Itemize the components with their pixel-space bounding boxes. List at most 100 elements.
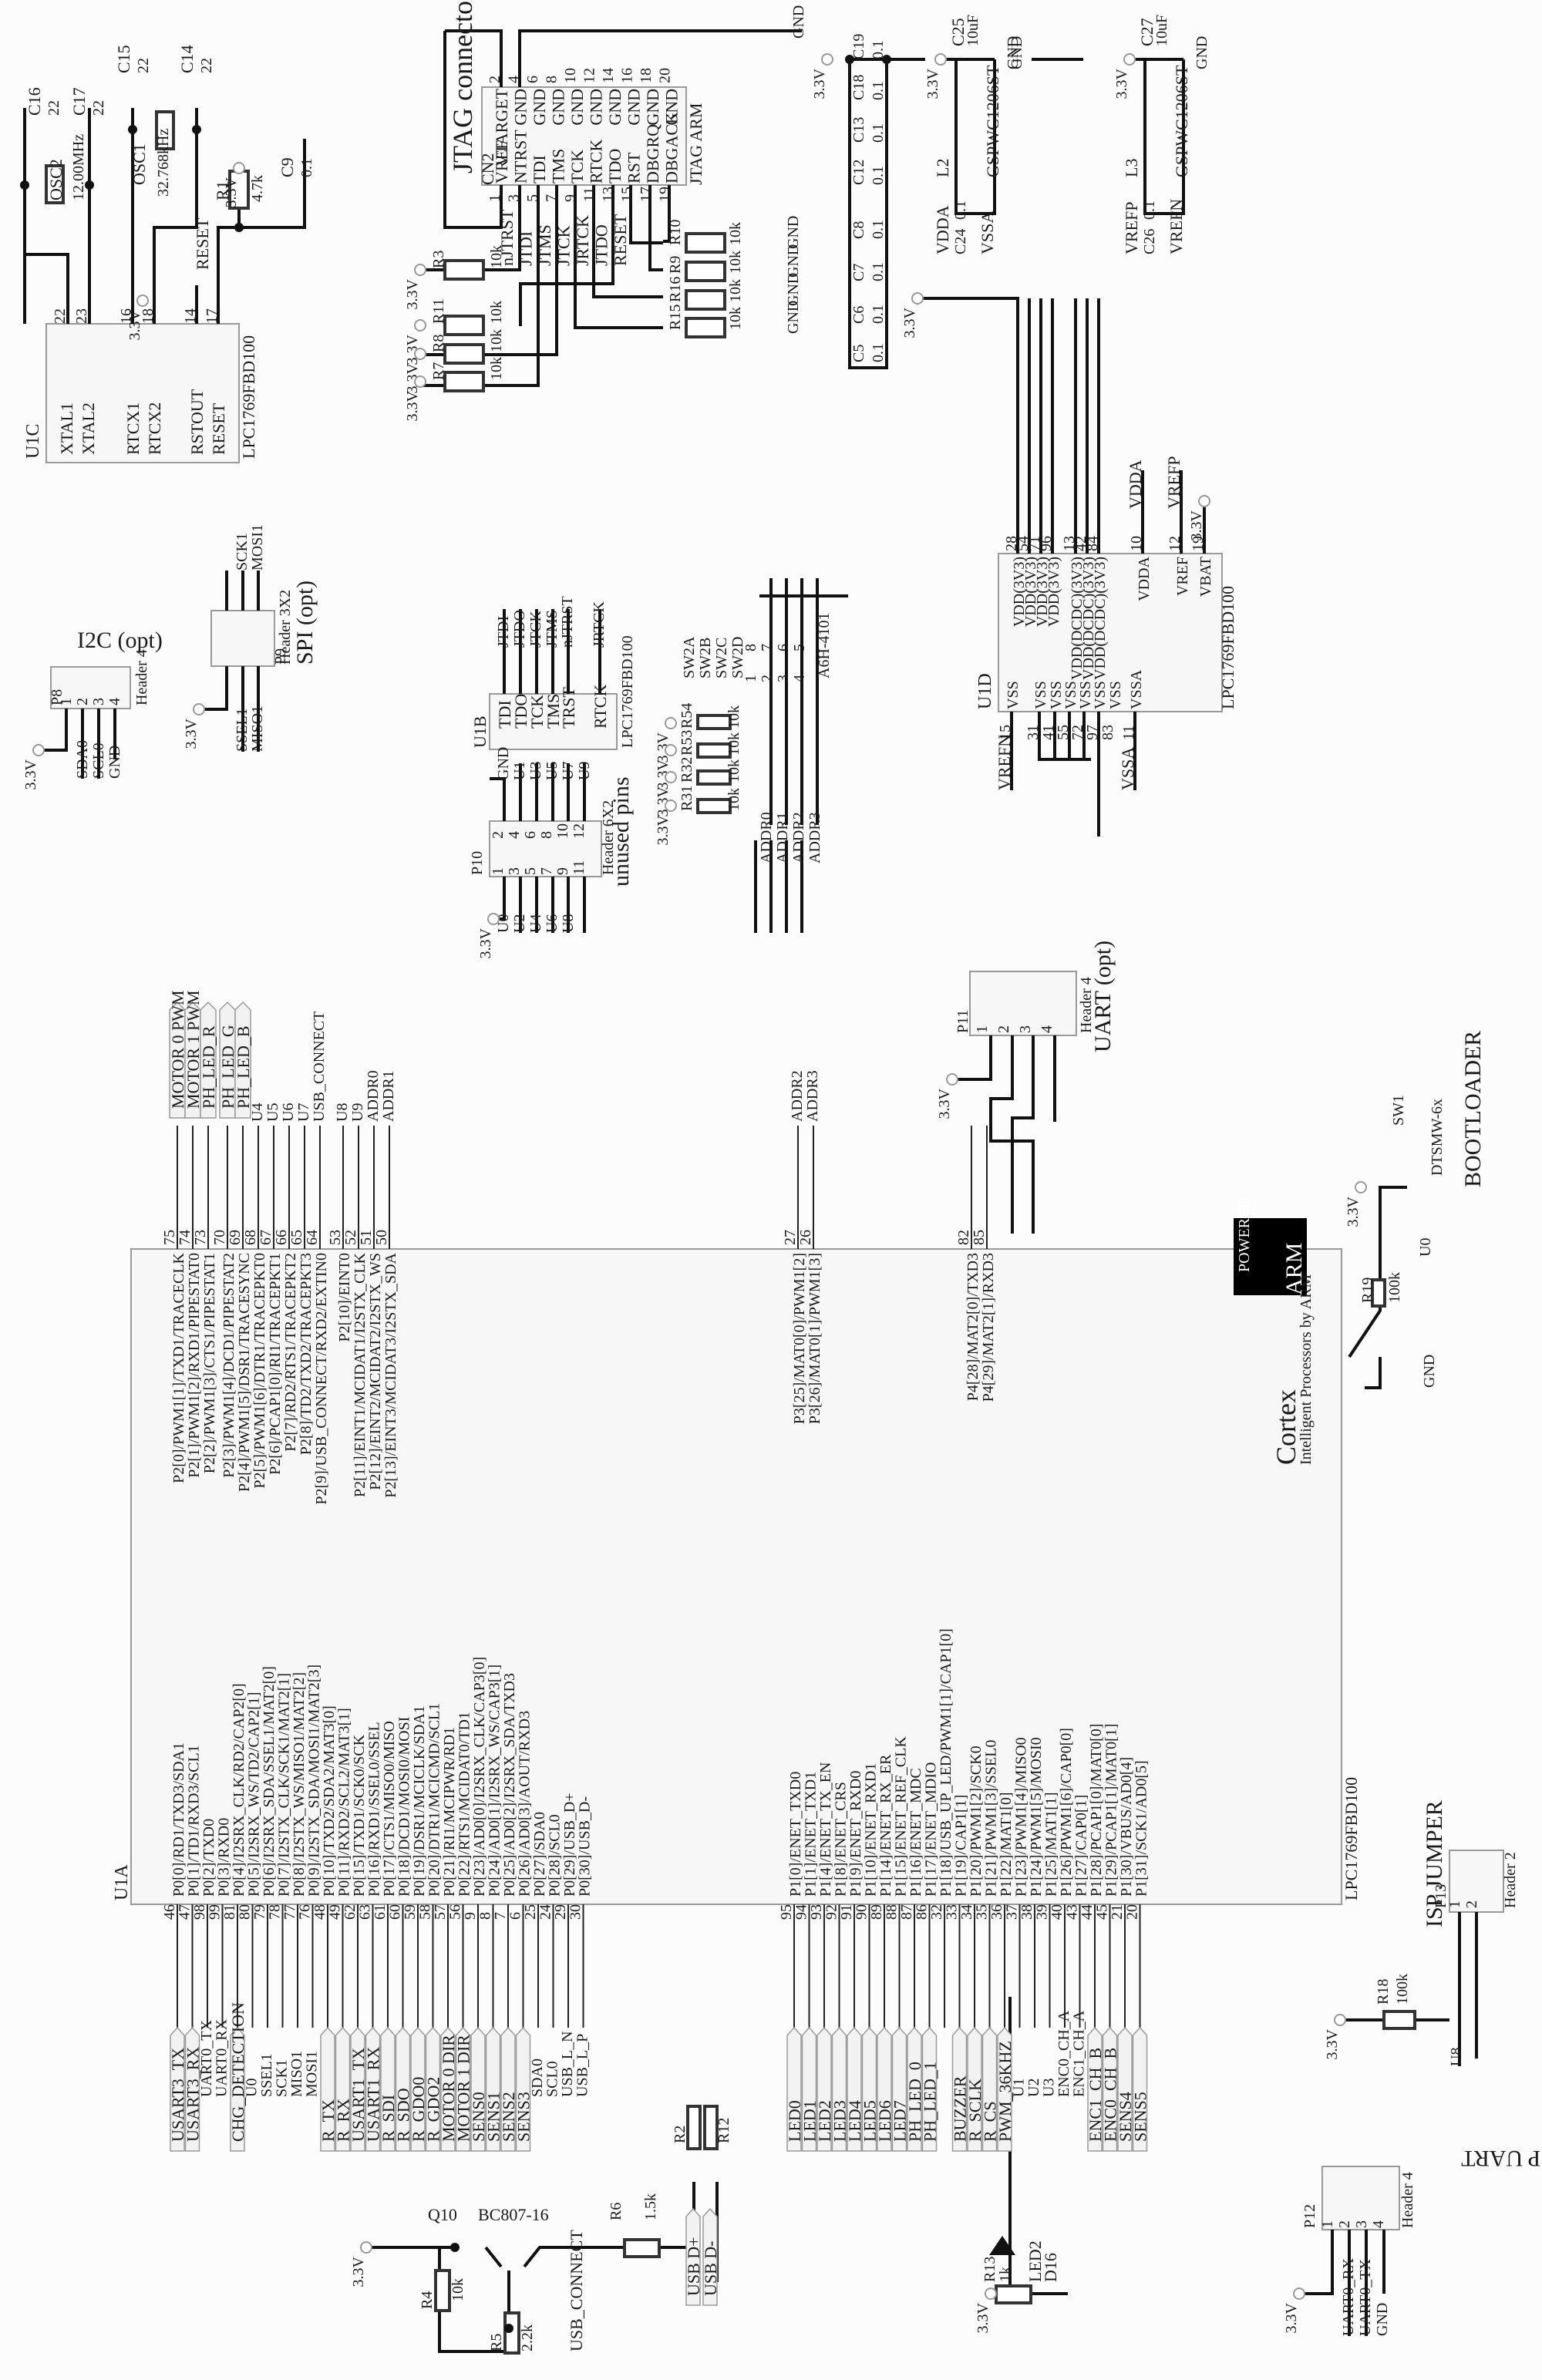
net-port bbox=[184, 2026, 200, 2152]
pullup-ref: R11 bbox=[430, 298, 447, 324]
u1a-pin-name: P0[26]/AD0[3]/AOUT/RXD3 bbox=[517, 1711, 534, 1897]
jtag-pin-name: GND bbox=[605, 89, 625, 126]
u1a-pin-num: 58 bbox=[417, 1904, 434, 1920]
u1a-pin-num: 38 bbox=[1018, 1904, 1035, 1920]
net-port bbox=[786, 2026, 802, 2152]
r6-ref: R6 bbox=[608, 2203, 625, 2220]
u1a-pin-num: 29 bbox=[552, 1904, 569, 1920]
u1a-pin-num: 7 bbox=[492, 1912, 509, 1920]
decap-ref: C12 bbox=[850, 160, 867, 185]
arm-badge-sub: POWERED bbox=[1236, 1197, 1253, 1272]
u1d-pin-num: 41 bbox=[1040, 725, 1057, 740]
vcc-symbol bbox=[487, 913, 500, 925]
jtag-pin-num: 12 bbox=[581, 68, 598, 83]
vcc-label: 3.3V bbox=[404, 390, 421, 421]
vcc-symbol bbox=[414, 375, 426, 388]
u1a-pin-num: 21 bbox=[1109, 1904, 1126, 1920]
u1a-net-label: ADDR0 bbox=[365, 1070, 382, 1122]
wires bbox=[20, 29, 1504, 2355]
net-port bbox=[410, 2026, 426, 2152]
jtag-pin-name: GND bbox=[662, 89, 682, 126]
filter-cap-value: 10uF bbox=[1153, 15, 1170, 46]
net-port-label: MOTOR 1 DIR bbox=[454, 2035, 473, 2142]
jtag-net-label: JTCK bbox=[554, 225, 574, 266]
u1a-pin-name: P1[23]/PWM1[4]/MISO0 bbox=[1013, 1737, 1030, 1897]
u1a-pin-num: 67 bbox=[258, 1230, 274, 1245]
jtag-pin-num: 4 bbox=[506, 76, 523, 83]
net-port-label: USART1_TX bbox=[348, 2048, 368, 2142]
vcc-symbol bbox=[1198, 495, 1210, 507]
net-port-label: LED2 bbox=[815, 2100, 834, 2142]
spi-title: SPI (opt) bbox=[292, 581, 318, 665]
usb-dplus-port-label: USB D+ bbox=[684, 2237, 703, 2296]
u1a-part: LPC1769FBD100 bbox=[1342, 1777, 1361, 1900]
p10-ref: P10 bbox=[469, 851, 486, 875]
u1a-pin-num: 69 bbox=[227, 1230, 244, 1245]
pulldown-value: 10k bbox=[727, 279, 744, 302]
vcc-label: 3.3V bbox=[477, 927, 494, 958]
jtag-pin-name: TMS bbox=[549, 149, 568, 183]
u1a-net-label: ADDR3 bbox=[804, 1070, 821, 1122]
u1d-pin-name: VDD(DCDC)(3V3) bbox=[1092, 557, 1109, 680]
jtag-ref: CN2 bbox=[478, 153, 497, 185]
osc2-ref: OSC2 bbox=[46, 159, 66, 200]
net-port-label: R_GDO0 bbox=[409, 2077, 428, 2142]
u1a-pin-num: 75 bbox=[161, 1230, 178, 1245]
r4-ref: R4 bbox=[419, 2291, 436, 2309]
u1a-pin-name: P1[14]/ENET_RX_ER bbox=[877, 1754, 894, 1897]
u1d-pin-num: 28 bbox=[1003, 536, 1020, 551]
u1a-net-label: U1 bbox=[1011, 2079, 1028, 2097]
p9-box bbox=[210, 610, 275, 667]
u1d-pin-num: 71 bbox=[1026, 536, 1043, 551]
vcc-symbol bbox=[1293, 2287, 1305, 2300]
net-port-label: MOTOR 0 DIR bbox=[439, 2035, 458, 2142]
u1a-ref: U1A bbox=[112, 1864, 132, 1900]
u1a-pin-num: 88 bbox=[884, 1904, 901, 1920]
dip-switch-ref: SW2B bbox=[697, 638, 714, 678]
net-port-label: BUZZER bbox=[951, 2075, 970, 2142]
pullup-value: 10k bbox=[488, 301, 505, 324]
p10-net: U2 bbox=[511, 914, 528, 933]
u1a-net-label: U3 bbox=[1041, 2079, 1058, 2097]
vcc-symbol bbox=[934, 53, 947, 66]
dip-switch-ref: SW2D bbox=[729, 637, 746, 678]
pullup-value: 10k bbox=[488, 245, 505, 268]
u1a-pin-name: P2[10]/EINT0 bbox=[336, 1253, 353, 1342]
vcc-label: 3.3V bbox=[811, 68, 828, 99]
u1a-pin-name: P0[19]/DSR1/MCICLK/SDA1 bbox=[411, 1705, 428, 1897]
filter-small-value: 0.1 bbox=[1141, 200, 1158, 220]
net-port-label: LED3 bbox=[830, 2100, 850, 2142]
vcc-symbol bbox=[665, 717, 677, 729]
u1d-part: LPC1769FBD100 bbox=[1218, 586, 1237, 709]
isp-uart-title: ISP UART bbox=[1461, 2146, 1542, 2171]
r2-ref: R2 bbox=[672, 2126, 689, 2143]
vcc-symbol bbox=[414, 348, 426, 360]
vcc-label: 3.3V bbox=[1324, 2028, 1341, 2059]
reset-net-label: RESET bbox=[193, 217, 212, 270]
u1a-pin-name: P1[24]/PWM1[5]/MOSI0 bbox=[1028, 1737, 1045, 1897]
gnd-label: GND bbox=[1194, 36, 1210, 69]
net-port-label: ENC0_CH_B bbox=[1101, 2048, 1120, 2142]
u1d-pin-num: 15 bbox=[997, 725, 1014, 740]
u1a-pin-name: P0[6]/I2SRX_SDA/SSEL1/MAT2[0] bbox=[261, 1666, 278, 1897]
u1a-pin-num: 66 bbox=[273, 1230, 290, 1245]
jtag-pin-name: GND bbox=[530, 89, 549, 126]
jtag-part: JTAG ARM bbox=[686, 103, 705, 185]
p8-box bbox=[50, 666, 131, 709]
u1a-pin-num: 61 bbox=[372, 1904, 389, 1920]
u1a-pin-num: 40 bbox=[1049, 1904, 1066, 1920]
u1a-pin-num: 9 bbox=[462, 1912, 479, 1920]
gnd-label: GND bbox=[785, 216, 802, 249]
osc2-value: 12.00MHz bbox=[70, 134, 87, 200]
p9-net: MISO1 bbox=[249, 705, 266, 752]
filter-cap-value: 10uF bbox=[965, 15, 981, 46]
u1a-pin-num: 50 bbox=[373, 1230, 390, 1245]
addr-res-ref: R31 bbox=[678, 786, 695, 811]
gnd-label: GND bbox=[1008, 36, 1025, 69]
u1a-pin-name: P1[25]/MAT1[1] bbox=[1043, 1792, 1060, 1897]
decap-ref: C18 bbox=[850, 75, 867, 100]
cap-ref: C17 bbox=[69, 87, 89, 116]
u1a-pin-name: P0[1]/TD1/RXD3/SCL1 bbox=[186, 1745, 203, 1897]
p8-pin-num: 2 bbox=[74, 698, 91, 705]
pulldown-ref: R16 bbox=[667, 277, 684, 302]
